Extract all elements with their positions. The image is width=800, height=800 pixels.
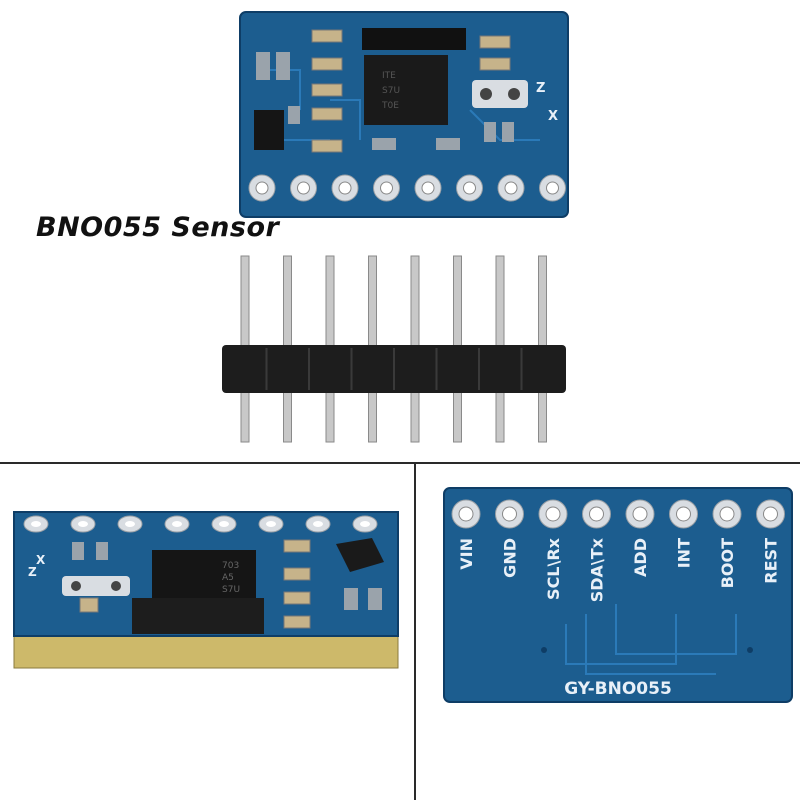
pcb-board-back: VIN GND SCL\Rx SDA\Tx ADD INT BOOT REST GY-BNO0… <box>443 487 793 703</box>
pin-pad <box>756 499 785 529</box>
crystal-component <box>472 80 528 108</box>
pin-label: INT <box>675 538 694 568</box>
pin-pad <box>669 499 698 529</box>
pin-pad <box>539 174 566 202</box>
bno055-chip-angled <box>152 550 256 606</box>
board-back-view: VIN GND SCL\Rx SDA\Tx ADD INT BOOT REST GY-BNO0… <box>416 464 800 800</box>
pin-label: SDA\Tx <box>588 537 607 602</box>
pin-pad <box>495 499 524 529</box>
pin-pad <box>258 515 284 533</box>
crystal-component-angled <box>62 576 130 596</box>
pin-label: SCL\Rx <box>544 537 563 600</box>
angled-board-illustration: 703 A5 S7U Z X <box>13 511 399 669</box>
pin-pad <box>712 499 742 529</box>
long-ic-chip <box>362 28 466 50</box>
top-board-illustration: ITE S7U T0E <box>222 11 569 443</box>
pin-pad <box>23 515 49 533</box>
svg-text:S7U: S7U <box>382 86 400 96</box>
svg-text:X: X <box>548 109 558 124</box>
pin-label: VIN <box>457 538 476 570</box>
vertical-divider <box>414 464 416 800</box>
pin-pad <box>117 515 143 533</box>
pin-pad <box>414 174 442 202</box>
svg-text:A5: A5 <box>222 573 234 583</box>
regulator-chip <box>254 110 284 150</box>
pin-pad <box>451 499 481 529</box>
pin-pad <box>248 174 276 202</box>
svg-text:S7U: S7U <box>222 585 240 595</box>
svg-text:703: 703 <box>222 561 239 571</box>
pin-pad <box>625 499 655 529</box>
pin-pad <box>164 515 190 533</box>
pcb-board-angled: 703 A5 S7U Z X <box>13 511 399 669</box>
pin-pad <box>70 515 96 533</box>
pin-pad <box>497 174 525 202</box>
pin-pad <box>290 174 317 202</box>
pin-header <box>222 255 566 443</box>
pin-label: GND <box>501 538 520 578</box>
bno055-chip <box>364 55 448 125</box>
pin-pad <box>211 515 237 533</box>
top-pin-pads <box>248 174 566 202</box>
pin-pad <box>373 174 400 202</box>
pin-pad <box>456 174 483 202</box>
horizontal-divider <box>0 462 800 464</box>
regulator-chip-angled <box>336 538 384 572</box>
svg-text:Z: Z <box>28 565 37 579</box>
product-caption: BNO055 Sensor <box>36 212 280 243</box>
top-product-view: ITE S7U T0E <box>36 11 569 443</box>
svg-text:X: X <box>36 553 46 567</box>
pin-pad <box>538 499 568 529</box>
pin-label: REST <box>762 538 781 584</box>
pin-pad <box>582 499 611 529</box>
svg-text:T0E: T0E <box>381 101 399 111</box>
angled-board-view: 703 A5 S7U Z X <box>0 464 414 800</box>
pcb-board-top: ITE S7U T0E <box>239 11 569 218</box>
svg-text:ITE: ITE <box>382 71 396 81</box>
pin-label: BOOT <box>718 538 737 588</box>
pin-pad <box>305 515 331 533</box>
pin-pad <box>352 515 378 533</box>
pin-label: ADD <box>631 538 650 577</box>
pin-pad <box>331 174 359 202</box>
svg-text:Z: Z <box>536 81 545 96</box>
long-ic-chip-angled <box>132 598 264 634</box>
board-model-label: GY-BNO055 <box>564 679 672 699</box>
board-back-illustration: VIN GND SCL\Rx SDA\Tx ADD INT BOOT REST GY-BNO0… <box>443 487 793 703</box>
